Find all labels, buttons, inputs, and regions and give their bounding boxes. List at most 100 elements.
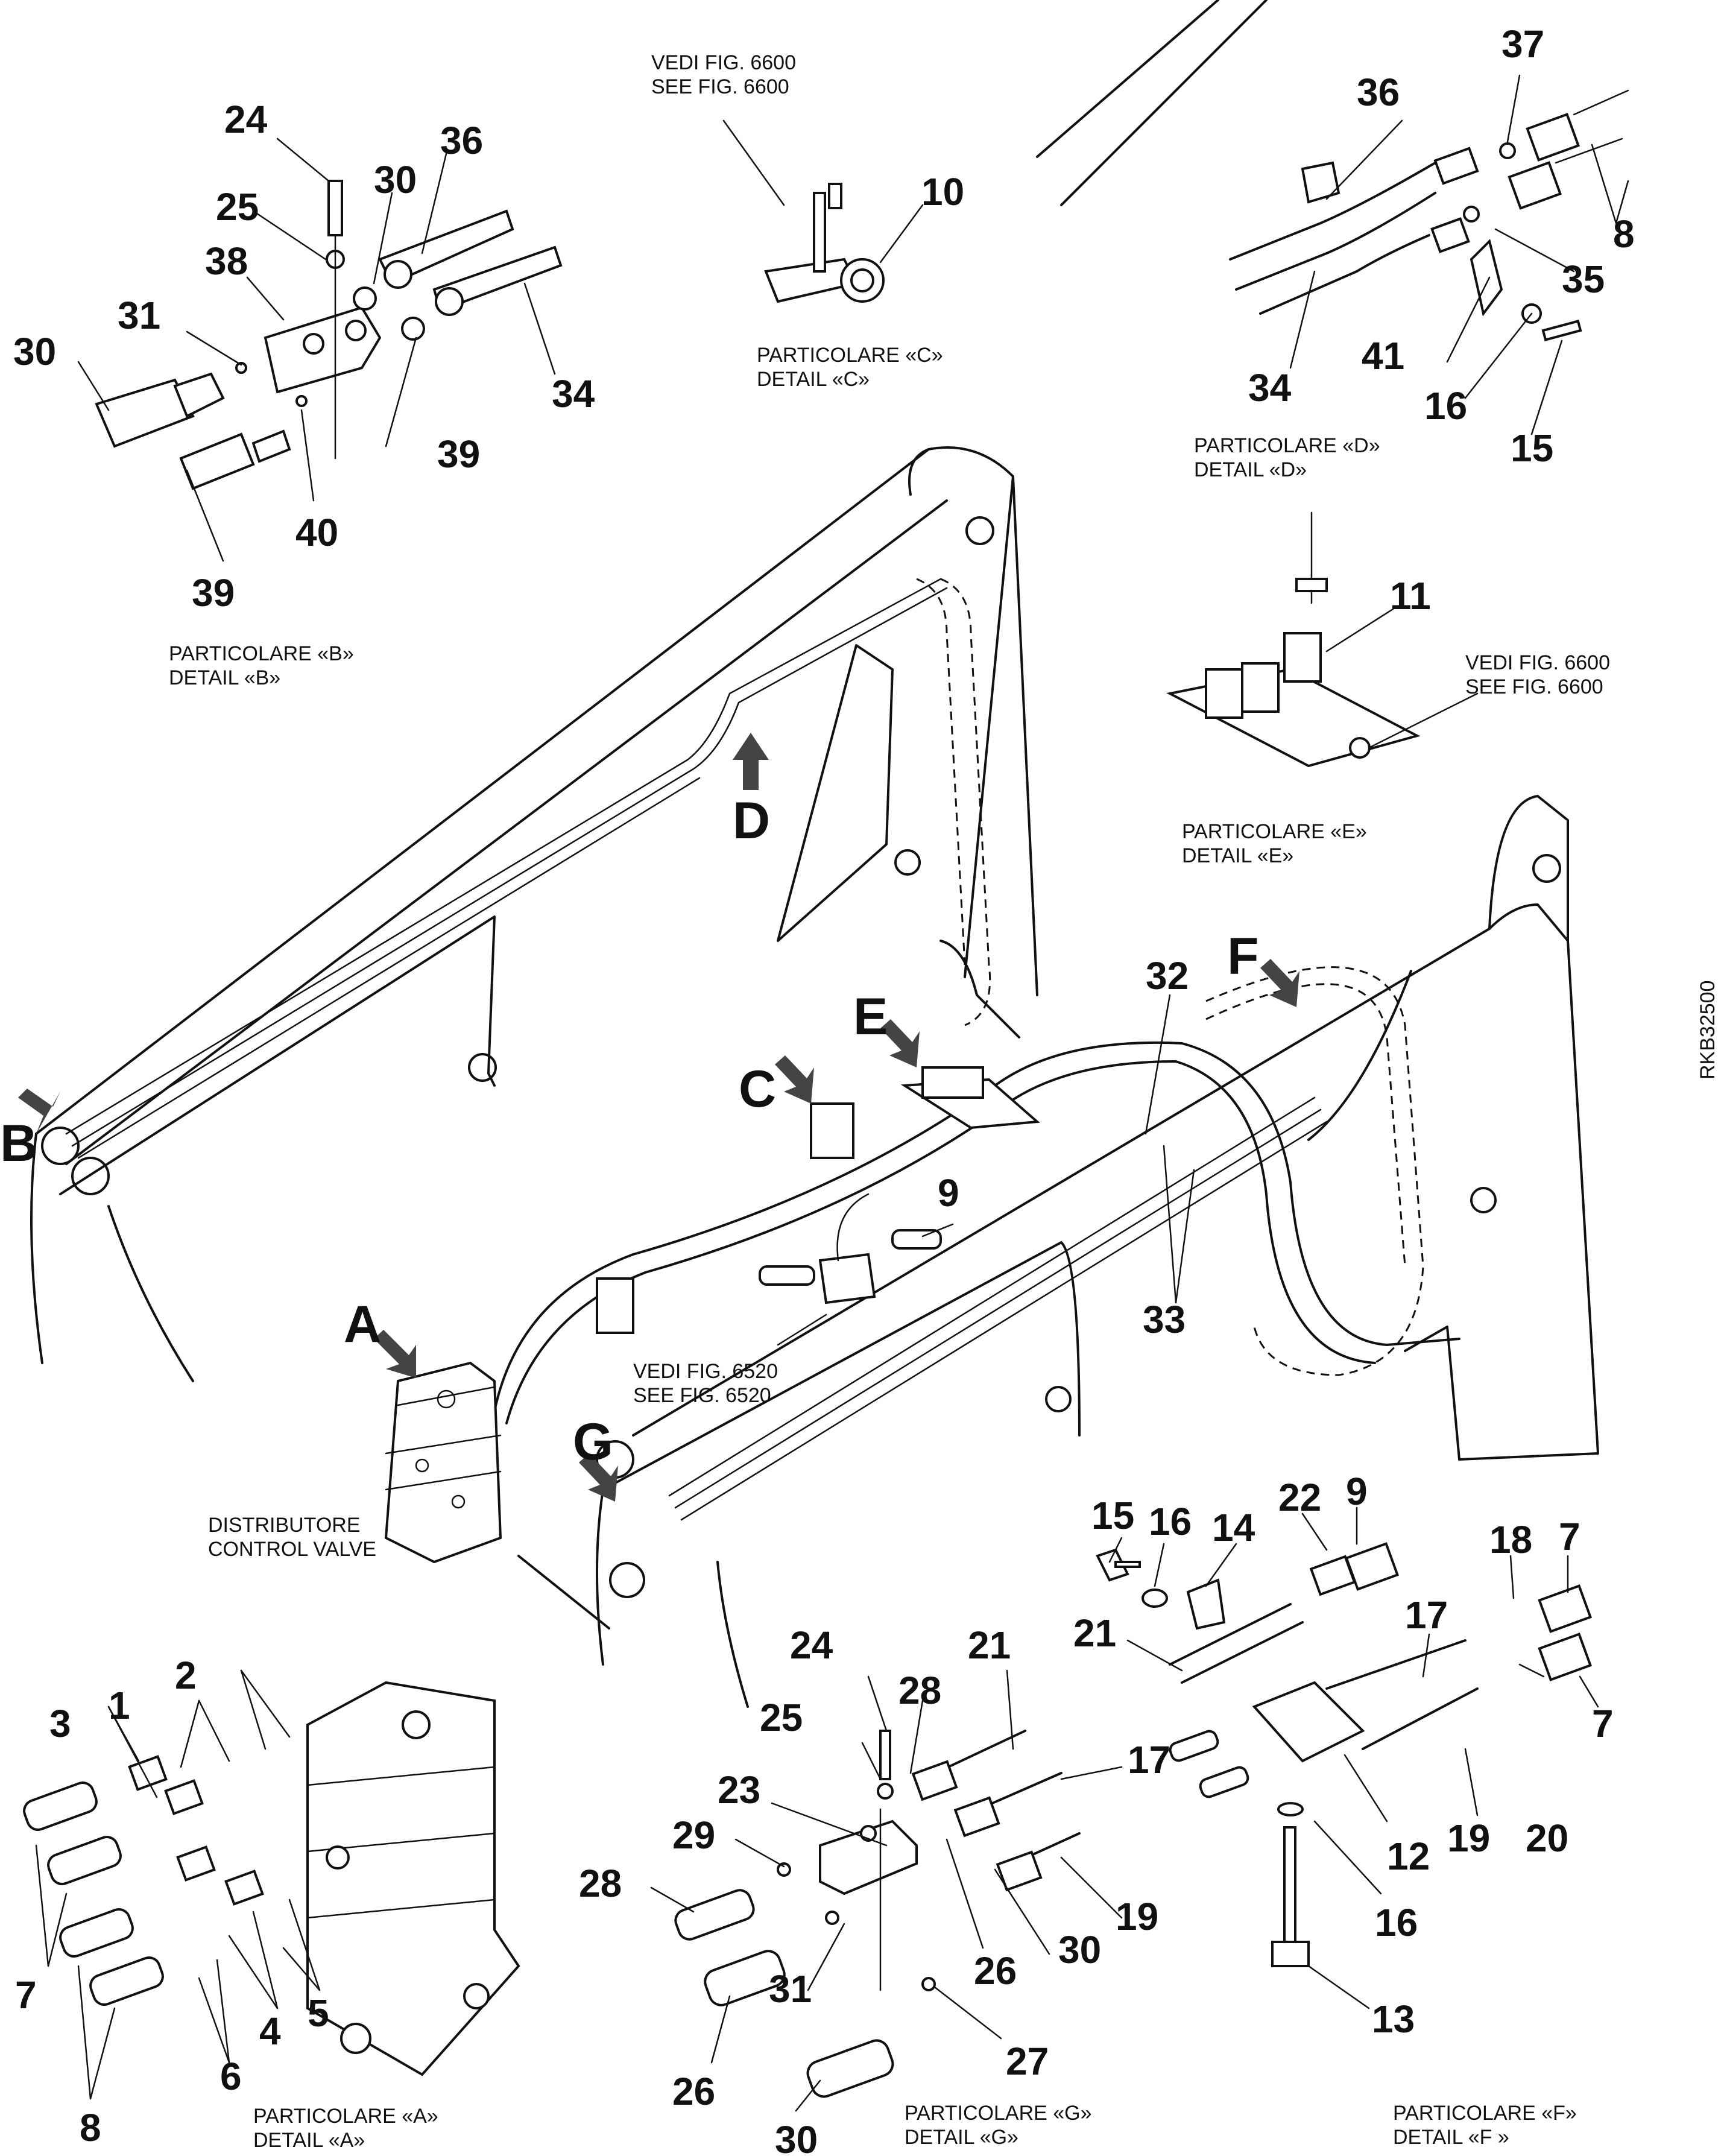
callout-21: 21 — [968, 1623, 1011, 1667]
callout-30: 30 — [374, 158, 417, 201]
detail-marker-a: A — [344, 1295, 381, 1353]
callout-11: 11 — [1390, 574, 1431, 618]
callout-39: 39 — [192, 571, 235, 615]
callout-22: 22 — [1278, 1476, 1321, 1519]
callout-37: 37 — [1501, 22, 1544, 66]
callout-28: 28 — [579, 1862, 622, 1905]
callout-16: 16 — [1375, 1901, 1418, 1944]
caption-detail-b-it: PARTICOLARE «B» — [169, 642, 354, 665]
arrow-c — [775, 1055, 814, 1104]
caption-detail-a-it: PARTICOLARE «A» — [253, 2105, 438, 2128]
callout-10: 10 — [921, 170, 964, 213]
detail-e-parts — [1166, 511, 1421, 768]
detail-b-parts — [95, 180, 563, 490]
callout-20: 20 — [1526, 1816, 1568, 1860]
callout-29: 29 — [672, 1813, 715, 1857]
center-fittings — [596, 1066, 1040, 1334]
caption-detail-g-en: DETAIL «G» — [905, 2126, 1018, 2149]
callout-35: 35 — [1562, 258, 1605, 301]
callout-25: 25 — [760, 1696, 803, 1739]
caption-detail-b-en: DETAIL «B» — [169, 666, 280, 689]
callout-13: 13 — [1372, 1997, 1415, 2041]
callout-38: 38 — [205, 239, 248, 283]
callout-1: 1 — [109, 1684, 130, 1727]
arrow-f — [1260, 959, 1299, 1007]
caption-detail-f-en: DETAIL «F » — [1393, 2126, 1509, 2149]
callout-30: 30 — [1058, 1928, 1101, 1971]
callout-4: 4 — [259, 2009, 281, 2053]
caption-ref-6520-en: SEE FIG. 6520 — [633, 1384, 771, 1407]
callout-7: 7 — [1559, 1515, 1580, 1558]
callout-numbers: 24 25 30 36 38 31 30 34 39 40 39 10 37 3… — [13, 22, 1635, 2156]
caption-control-valve-it: DISTRIBUTORE — [208, 1514, 361, 1537]
detail-g-parts — [674, 1730, 1081, 2098]
callout-25: 25 — [216, 185, 259, 229]
callout-17: 17 — [1128, 1738, 1170, 1781]
detail-marker-c: C — [739, 1060, 776, 1118]
callout-33: 33 — [1143, 1298, 1186, 1341]
callout-8: 8 — [80, 2106, 101, 2149]
callout-34: 34 — [552, 372, 595, 416]
callout-15: 15 — [1091, 1494, 1134, 1537]
caption-detail-g-it: PARTICOLARE «G» — [905, 2102, 1092, 2125]
leader-lines — [35, 74, 1629, 2112]
detail-a-parts — [23, 1681, 520, 2076]
callout-7: 7 — [15, 1973, 37, 2017]
callout-16: 16 — [1149, 1500, 1192, 1543]
control-valve — [384, 1361, 502, 1564]
callout-26: 26 — [672, 2070, 715, 2113]
arrow-e — [880, 1019, 920, 1067]
detail-d-parts — [1036, 0, 1629, 341]
drawing-id: RKB32500 — [1696, 981, 1719, 1080]
callout-7: 7 — [1592, 1702, 1614, 1745]
caption-detail-e-en: DETAIL «E» — [1182, 844, 1293, 867]
callout-30: 30 — [13, 330, 56, 373]
right-boom-arm — [493, 795, 1599, 1708]
detail-marker-f: F — [1227, 928, 1259, 985]
caption-ref-6600-c-en: SEE FIG. 6600 — [651, 75, 789, 98]
caption-ref-6600-e-it: VEDI FIG. 6600 — [1465, 651, 1610, 674]
callout-40: 40 — [295, 511, 338, 554]
callout-30: 30 — [775, 2118, 818, 2156]
callout-19: 19 — [1447, 1816, 1490, 1860]
captions: PARTICOLARE «B» DETAIL «B» VEDI FIG. 660… — [169, 51, 1719, 2152]
callout-5: 5 — [308, 1991, 329, 2035]
callout-24: 24 — [224, 98, 268, 141]
detail-marker-e: E — [853, 988, 888, 1046]
callout-36: 36 — [440, 119, 483, 162]
detail-c-parts — [764, 183, 885, 303]
callout-6: 6 — [220, 2055, 242, 2098]
caption-ref-6520-it: VEDI FIG. 6520 — [633, 1360, 778, 1383]
caption-detail-a-en: DETAIL «A» — [253, 2129, 365, 2152]
callout-24: 24 — [790, 1623, 833, 1667]
arrow-d — [733, 733, 769, 790]
callout-41: 41 — [1362, 334, 1404, 378]
callout-27: 27 — [1006, 2040, 1049, 2083]
detail-marker-b: B — [0, 1114, 37, 1172]
arrow-b — [18, 1089, 60, 1134]
caption-detail-c-it: PARTICOLARE «C» — [757, 344, 943, 367]
callout-15: 15 — [1511, 426, 1553, 470]
callout-28: 28 — [898, 1669, 941, 1712]
detail-f-parts — [1096, 1542, 1593, 1967]
callout-39: 39 — [437, 432, 480, 476]
caption-control-valve-en: CONTROL VALVE — [208, 1538, 376, 1561]
caption-detail-f-it: PARTICOLARE «F» — [1393, 2102, 1577, 2125]
arrow-a — [374, 1330, 416, 1378]
callout-2: 2 — [175, 1654, 197, 1697]
detail-letters: B A C E D F G — [0, 792, 1259, 1471]
callout-31: 31 — [769, 1967, 812, 2011]
callout-14: 14 — [1212, 1506, 1255, 1549]
left-boom-arm — [30, 446, 1038, 1382]
caption-detail-c-en: DETAIL «C» — [757, 368, 870, 391]
callout-12: 12 — [1387, 1835, 1430, 1878]
callout-32: 32 — [1146, 954, 1189, 997]
callout-34: 34 — [1248, 366, 1292, 409]
caption-detail-e-it: PARTICOLARE «E» — [1182, 820, 1367, 843]
callout-8: 8 — [1613, 212, 1635, 256]
callout-36: 36 — [1357, 71, 1400, 114]
callout-26: 26 — [974, 1949, 1017, 1993]
arrow-g — [579, 1453, 618, 1502]
callout-9: 9 — [938, 1171, 959, 1215]
